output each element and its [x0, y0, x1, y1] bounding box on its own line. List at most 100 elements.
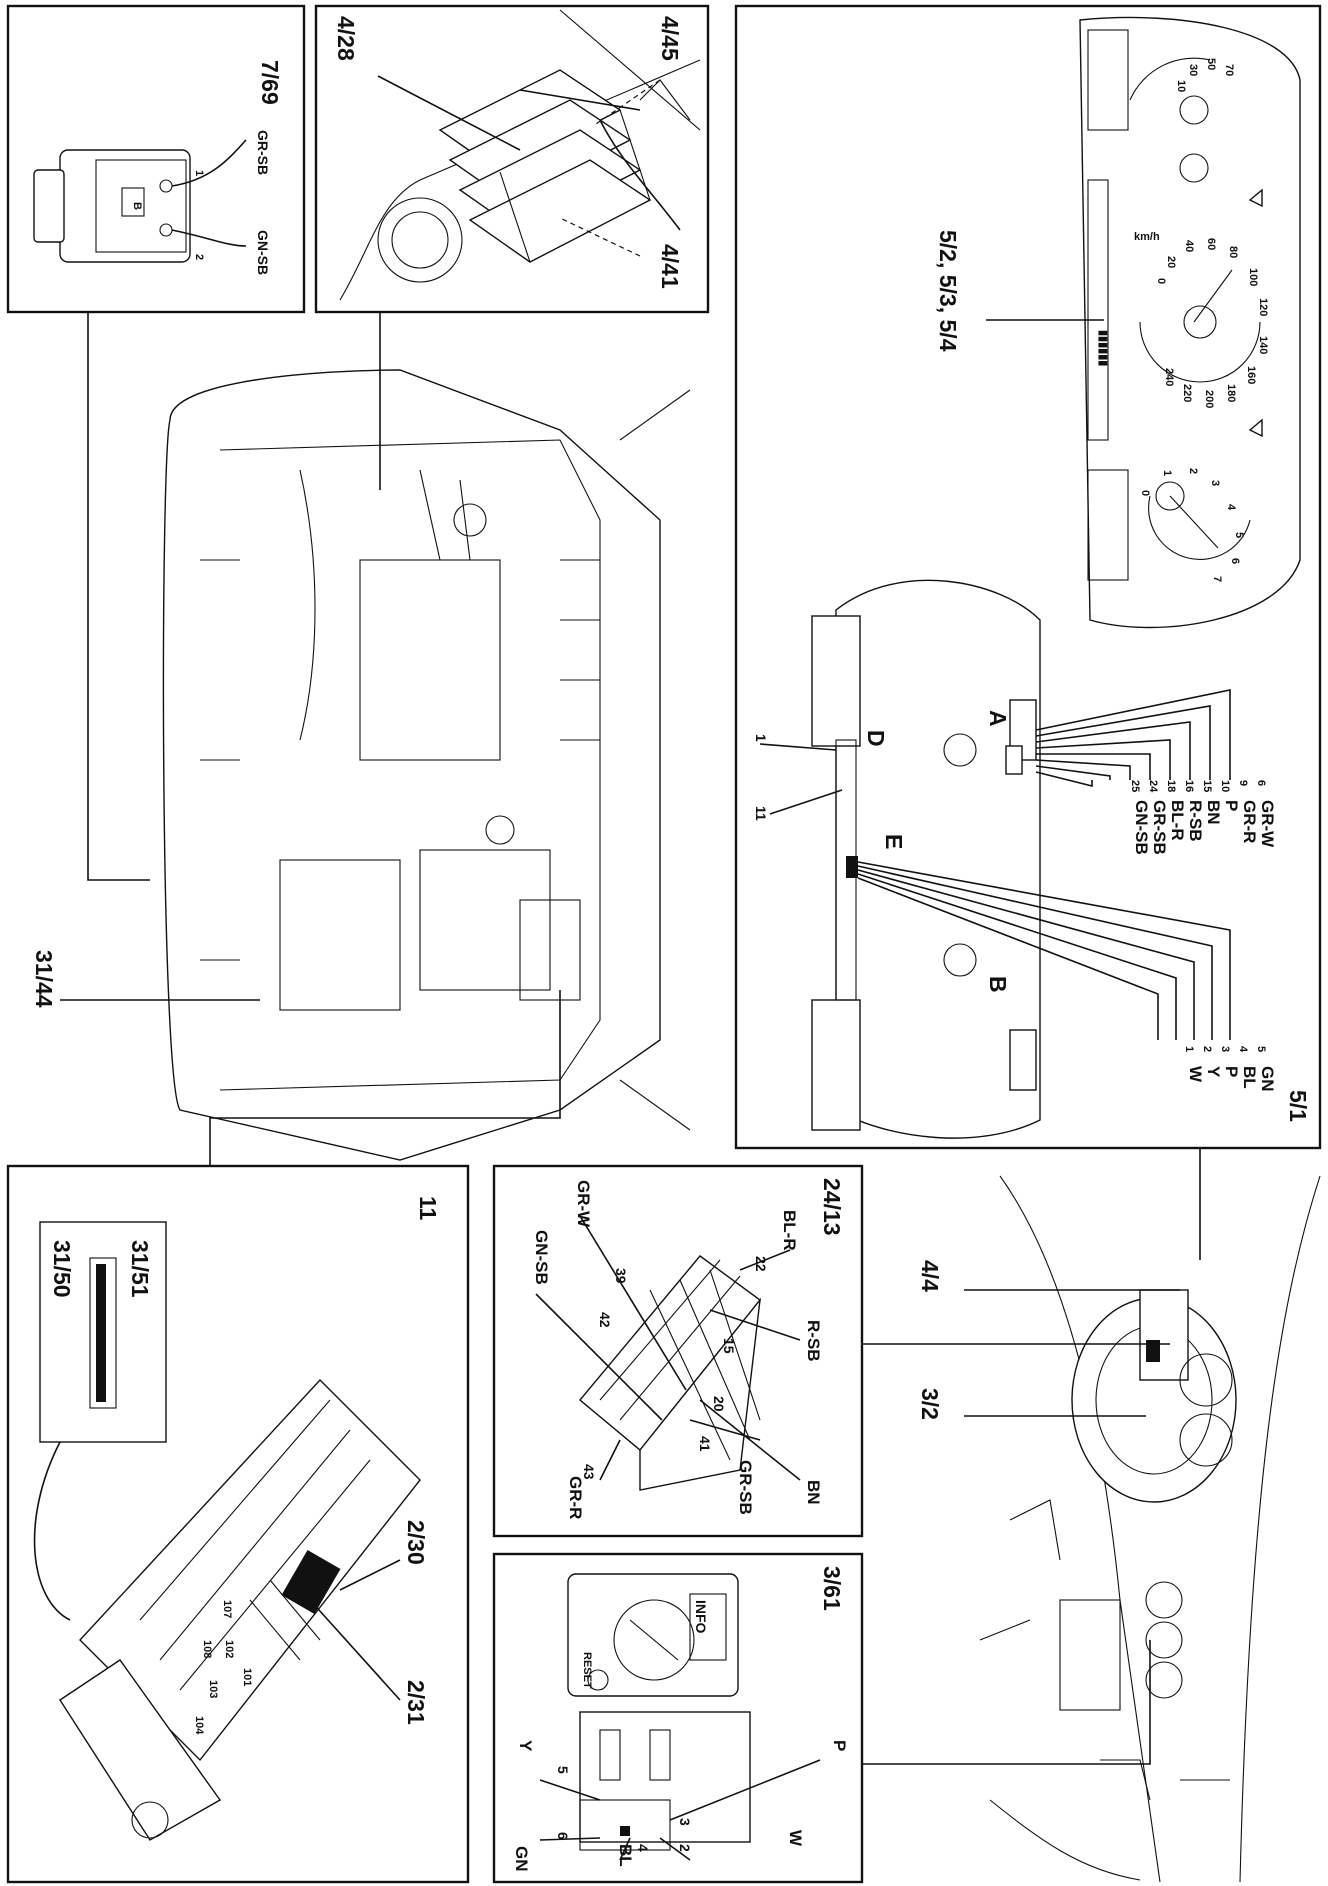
letter-e: E	[881, 834, 907, 849]
slot-108: 108	[201, 1640, 213, 1658]
svg-text:▮▮▮▮▮▮: ▮▮▮▮▮▮	[1097, 330, 1109, 366]
sw-pin-2: 2	[677, 1844, 693, 1852]
instrument-back-drawing	[811, 579, 1041, 1139]
slot-101: 101	[241, 1668, 253, 1686]
ref-4-45: 4/45	[657, 16, 683, 61]
leader-d-11	[769, 789, 843, 815]
wire-a-bl-r: BL-R	[1168, 800, 1187, 841]
inset-connector	[89, 1257, 117, 1409]
link-7-69	[87, 312, 150, 881]
leader-4-45	[595, 79, 661, 125]
speed-tick-140: 140	[1257, 336, 1269, 354]
switch-7-69-drawing	[33, 139, 247, 263]
sw-wire-p: P	[830, 1740, 849, 1751]
pin-a-15: 15	[1201, 780, 1213, 792]
rpm-tick-0: 0	[1139, 490, 1151, 496]
speed-tick-120: 120	[1257, 298, 1269, 316]
ref-31-51: 31/51	[127, 1240, 153, 1298]
panel-4-28-frame	[314, 4, 710, 314]
ref-5-1: 5/1	[1285, 1090, 1311, 1122]
temp-tick-30: 30	[1187, 64, 1199, 76]
wire-a-gr-w: GR-W	[1258, 800, 1277, 848]
ref-31-50: 31/50	[49, 1240, 75, 1298]
pin-e-5: 5	[1255, 1046, 1267, 1052]
ref-4-41: 4/41	[657, 244, 683, 289]
panel-5-1-frame	[734, 4, 1322, 1150]
wire-e-w: W	[1186, 1066, 1205, 1083]
speed-unit: km/h	[1134, 231, 1160, 243]
wire-gn-sb: GN-SB	[255, 230, 271, 275]
ref-24-13: 24/13	[819, 1178, 845, 1236]
pin-a-25: 25	[1129, 780, 1141, 792]
speed-tick-60: 60	[1205, 238, 1217, 250]
speed-tick-20: 20	[1165, 256, 1177, 268]
diag-pin-43: 43	[581, 1464, 597, 1480]
wire-a-gr-r: GR-R	[1240, 800, 1259, 843]
rpm-tick-3: 3	[1209, 480, 1221, 486]
slot-107: 107	[221, 1600, 233, 1618]
wire-a-p: P	[1222, 800, 1241, 811]
leader-diag-39	[579, 1215, 687, 1391]
engine-bay-drawing	[162, 369, 691, 1161]
speed-tick-200: 200	[1203, 390, 1215, 408]
leader-2-30	[339, 1559, 401, 1591]
speed-tick-220: 220	[1181, 384, 1193, 402]
connector-a-leaders	[1035, 689, 1231, 788]
sw-pin-3: 3	[677, 1818, 693, 1826]
ref-4-28: 4/28	[333, 16, 359, 61]
ref-2-31: 2/31	[403, 1680, 429, 1725]
leader-sw-5	[539, 1779, 601, 1801]
sw-wire-gn: GN	[512, 1846, 531, 1872]
leader-diag-42	[535, 1293, 663, 1421]
pin-e-2: 2	[1201, 1046, 1213, 1052]
sw-wire-y: Y	[516, 1740, 535, 1752]
panel-24-13-frame	[492, 1164, 864, 1538]
diag-wire-bn: BN	[804, 1480, 823, 1505]
ref-31-44: 31/44	[31, 950, 57, 1008]
speed-tick-240: 240	[1163, 368, 1175, 386]
speed-tick-100: 100	[1247, 268, 1259, 286]
wire-a-r-sb: R-SB	[1186, 800, 1205, 842]
leader-4-41	[559, 217, 641, 257]
diag-wire-gr-r: GR-R	[566, 1476, 585, 1519]
slot-103: 103	[207, 1680, 219, 1698]
diag-wire-gn-sb: GN-SB	[532, 1230, 551, 1285]
ref-3-2: 3/2	[917, 1388, 943, 1420]
wire-e-gn: GN	[1258, 1066, 1277, 1092]
link-11	[209, 990, 561, 1166]
pin-d-11: 11	[753, 806, 769, 821]
wire-a-bn: BN	[1204, 800, 1223, 825]
leader-2-31	[309, 1599, 401, 1701]
pin-d-1: 1	[753, 734, 769, 742]
pin-e-1: 1	[1183, 1046, 1195, 1052]
sw-pin-5: 5	[555, 1766, 571, 1774]
letter-a: A	[985, 710, 1011, 727]
speed-tick-160: 160	[1245, 366, 1257, 384]
diag-pin-39: 39	[613, 1268, 629, 1284]
sw-wire-bl: BL	[616, 1844, 635, 1867]
rpm-tick-1: 1	[1161, 470, 1173, 476]
reset-label: RESET	[581, 1652, 593, 1689]
wire-e-y: Y	[1204, 1066, 1223, 1078]
letter-b: B	[985, 976, 1011, 993]
speed-tick-80: 80	[1227, 246, 1239, 258]
ref-4-4: 4/4	[917, 1260, 943, 1292]
ref-5-2-5-3-5-4: 5/2, 5/3, 5/4	[935, 230, 961, 352]
wire-a-gr-sb: GR-SB	[1150, 800, 1169, 855]
panel-11-frame	[6, 1164, 470, 1884]
leader-4-28	[377, 75, 521, 151]
sw-wire-w: W	[786, 1830, 805, 1847]
temp-tick-10: 10	[1175, 80, 1187, 92]
temp-tick-50: 50	[1205, 58, 1217, 70]
leader-d-1	[759, 743, 837, 751]
diag-pin-41: 41	[697, 1436, 713, 1452]
leader-sw-4	[619, 1837, 631, 1861]
sw-pin-6: 6	[555, 1832, 571, 1840]
leader-diag-15	[709, 1309, 801, 1341]
pin-e-3: 3	[1219, 1046, 1231, 1052]
wire-gr-sb: GR-SB	[255, 130, 271, 175]
info-switch-body	[579, 1711, 751, 1851]
info-label: INFO	[693, 1600, 709, 1634]
pin-a-24: 24	[1147, 780, 1159, 793]
info-switch-face	[567, 1573, 739, 1697]
